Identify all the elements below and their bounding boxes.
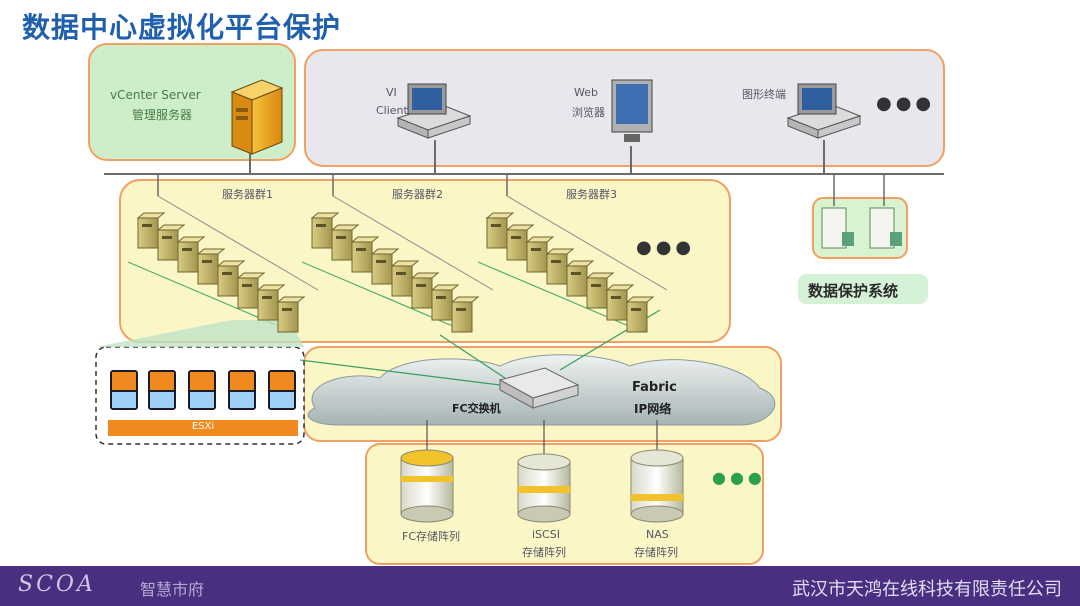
client-web-label-2: 浏览器	[572, 106, 605, 119]
storage-fc-label: FC存储阵列	[402, 530, 461, 543]
esxi-vm-slot	[110, 370, 138, 410]
cluster-1-label: 服务器群1	[222, 188, 273, 201]
vcenter-desc: 管理服务器	[132, 108, 193, 122]
server-node-icon	[486, 217, 508, 249]
server-node-icon	[237, 277, 259, 309]
fc-switch-label: FC交换机	[452, 402, 501, 415]
footer-bar: SCOA 智慧市府 武汉市天鸿在线科技有限责任公司	[0, 566, 1080, 606]
server-node-icon	[257, 289, 279, 321]
diagram-canvas	[88, 43, 945, 565]
protection-system-label: 数据保护系统	[808, 282, 899, 300]
server-node-icon	[351, 241, 373, 273]
server-node-icon	[526, 241, 548, 273]
esxi-vm-slot	[268, 370, 296, 410]
server-node-icon	[331, 229, 353, 261]
page-title: 数据中心虚拟化平台保护	[22, 11, 342, 44]
client-terminal-label: 图形终端	[742, 88, 786, 101]
server-node-icon	[506, 229, 528, 261]
footer-tagline: 智慧市府	[140, 580, 205, 599]
server-node-icon	[431, 289, 453, 321]
server-node-icon	[137, 217, 159, 249]
server-node-icon	[626, 301, 648, 333]
cluster-3-label: 服务器群3	[566, 188, 617, 201]
server-node-icon	[177, 241, 199, 273]
client-vi-label-2: Client	[376, 104, 408, 117]
server-node-icon	[411, 277, 433, 309]
storage-iscsi-label-2: 存储阵列	[522, 546, 566, 559]
storage-ellipsis: ●●●	[712, 468, 766, 487]
server-node-icon	[197, 253, 219, 285]
fc-storage-icon	[400, 449, 454, 523]
esxi-vm-slot	[228, 370, 256, 410]
cluster-2-label: 服务器群2	[392, 188, 443, 201]
esxi-vm-slot	[148, 370, 176, 410]
server-node-icon	[311, 217, 333, 249]
vcenter-server-icon	[230, 79, 284, 155]
server-node-icon	[277, 301, 299, 333]
server-node-icon	[451, 301, 473, 333]
clients-ellipsis: ●●●	[876, 93, 936, 114]
vcenter-name: vCenter Server	[110, 88, 201, 102]
storage-iscsi-label: iSCSI	[532, 528, 560, 541]
server-node-icon	[217, 265, 239, 297]
esxi-vm-slot	[188, 370, 216, 410]
ip-network-label: IP网络	[634, 402, 672, 416]
storage-nas-label: NAS	[646, 528, 669, 541]
client-vi-label: VI	[386, 86, 397, 99]
server-node-icon	[546, 253, 568, 285]
fabric-label: Fabric	[632, 380, 677, 395]
server-node-icon	[391, 265, 413, 297]
footer-company: 武汉市天鸿在线科技有限责任公司	[792, 579, 1062, 600]
server-node-icon	[371, 253, 393, 285]
server-node-icon	[157, 229, 179, 261]
esxi-label: ESXi	[191, 421, 215, 432]
client-web-label: Web	[574, 86, 598, 99]
clusters-ellipsis: ●●●	[636, 237, 696, 258]
server-node-icon	[586, 277, 608, 309]
server-node-icon	[566, 265, 588, 297]
footer-logo: SCOA	[18, 572, 96, 597]
storage-nas-label-2: 存储阵列	[634, 546, 678, 559]
server-node-icon	[606, 289, 628, 321]
